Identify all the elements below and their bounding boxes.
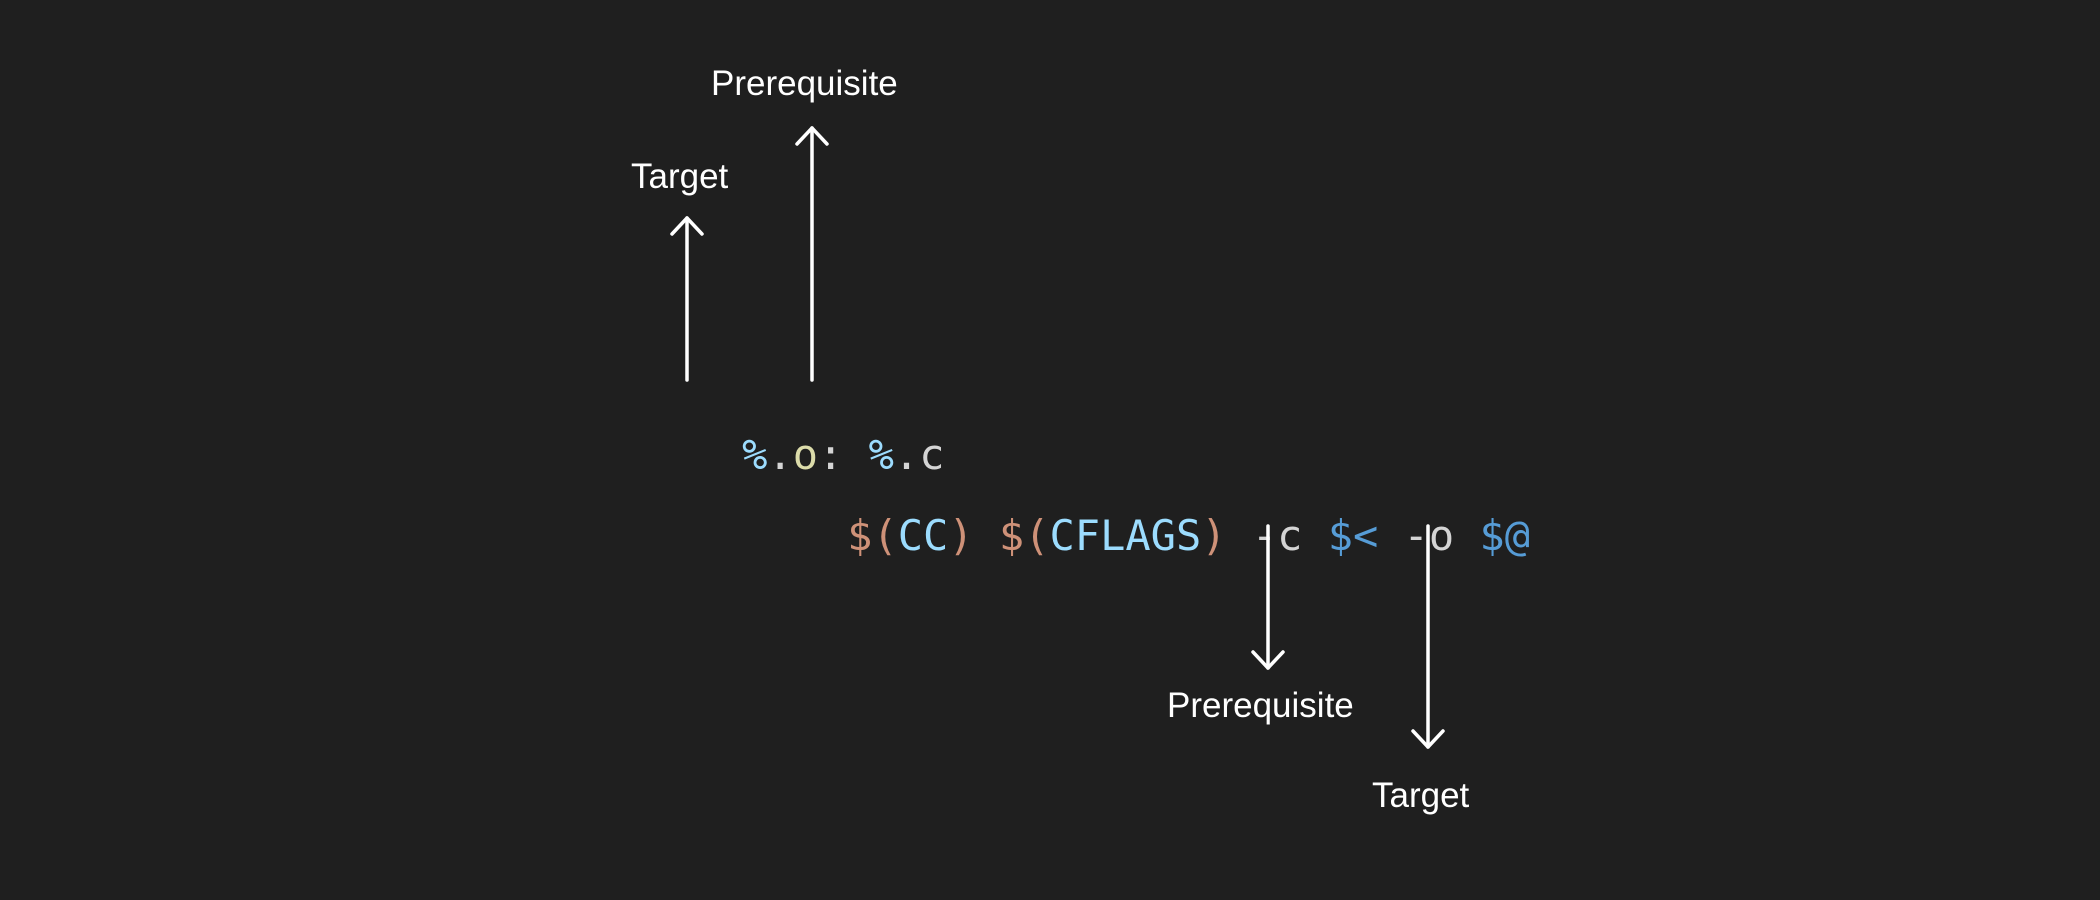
rule-target-dot: . (767, 430, 793, 479)
cc-variable: CC (897, 511, 949, 560)
cc-dollar: $ (847, 511, 873, 560)
cc-close-paren: ) (948, 511, 974, 560)
first-prerequisite-variable: $< (1327, 511, 1379, 560)
rule-target-suffix: o (792, 430, 819, 479)
arrow-down-to-recipe-target (1411, 524, 1445, 749)
compile-flag: -c (1226, 511, 1328, 560)
rule-colon: : (818, 430, 869, 479)
recipe-target-label: Target (1372, 776, 1470, 815)
cflags-close-paren: ) (1201, 511, 1227, 560)
arrow-up-to-rule-prerequisite (795, 126, 829, 382)
target-variable: $@ (1479, 511, 1530, 560)
recipe-prerequisite-label: Prerequisite (1167, 686, 1354, 725)
rule-prereq-suffix: c (919, 430, 945, 479)
cflags-dollar: $ (998, 511, 1025, 560)
cflags-open-paren: ( (1024, 511, 1050, 560)
rule-target-percent: % (742, 430, 768, 479)
cflags-variable: CFLAGS (1049, 511, 1202, 560)
rule-prereq-percent: % (868, 430, 894, 479)
rule-prerequisite-label: Prerequisite (711, 64, 898, 103)
cc-open-paren: ( (872, 511, 898, 560)
arrow-down-to-recipe-prerequisite (1251, 524, 1285, 670)
rule-line: %.o: %.c (641, 392, 945, 518)
recipe-line: $(CC) $(CFLAGS) -c $< -o $@ (746, 473, 1530, 599)
arrow-up-to-rule-target (670, 216, 704, 382)
rule-prereq-dot: . (893, 430, 920, 479)
rule-target-label: Target (631, 157, 729, 196)
